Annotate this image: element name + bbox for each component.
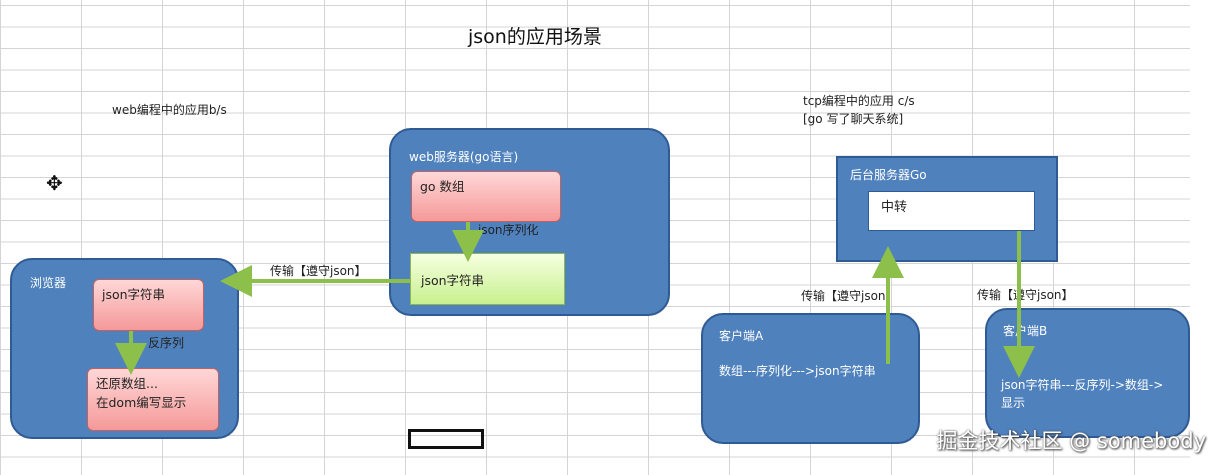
server-json-string-box: json字符串	[410, 253, 565, 305]
client-a-text: 数组---序列化--->json字符串	[719, 364, 876, 378]
client-a-transfer-label: 传输【遵守json】	[801, 289, 898, 303]
selected-cell[interactable]	[408, 429, 484, 449]
serialize-label: json序列化	[478, 223, 539, 237]
right-section-heading-line2: [go 写了聊天系统]	[803, 112, 904, 126]
browser-transfer-label: 传输【遵守json】	[270, 264, 367, 278]
right-section-heading-line1: tcp编程中的应用 c/s	[803, 94, 915, 108]
watermark: 掘金技术社区 @ somebody	[936, 429, 1206, 453]
restore-line2: 在dom编写显示	[96, 394, 187, 410]
browser-label: 浏览器	[30, 276, 67, 290]
browser-json-string-box: json字符串	[93, 279, 204, 331]
left-section-heading: web编程中的应用b/s	[112, 103, 227, 117]
client-a-label: 客户端A	[719, 329, 764, 343]
web-server-label: web服务器(go语言)	[409, 150, 519, 164]
backend-server-label: 后台服务器Go	[850, 168, 927, 182]
restore-array-box: 还原数组... 在dom编写显示	[87, 368, 219, 431]
client-b-text: json字符串---反序列->数组->显示	[1001, 378, 1164, 410]
client-a-group: 客户端A 数组---序列化--->json字符串	[701, 313, 920, 444]
client-b-transfer-label: 传输【遵守json】	[977, 288, 1074, 302]
client-b-label: 客户端B	[1003, 324, 1048, 338]
diagram-title: json的应用场景	[468, 26, 602, 48]
restore-line1: 还原数组...	[96, 376, 158, 391]
deserialize-label: 反序列	[148, 336, 185, 350]
relay-box: 中转	[868, 191, 1035, 231]
plus-cursor-icon: ✥	[46, 171, 63, 195]
go-array-box: go 数组	[411, 171, 561, 222]
